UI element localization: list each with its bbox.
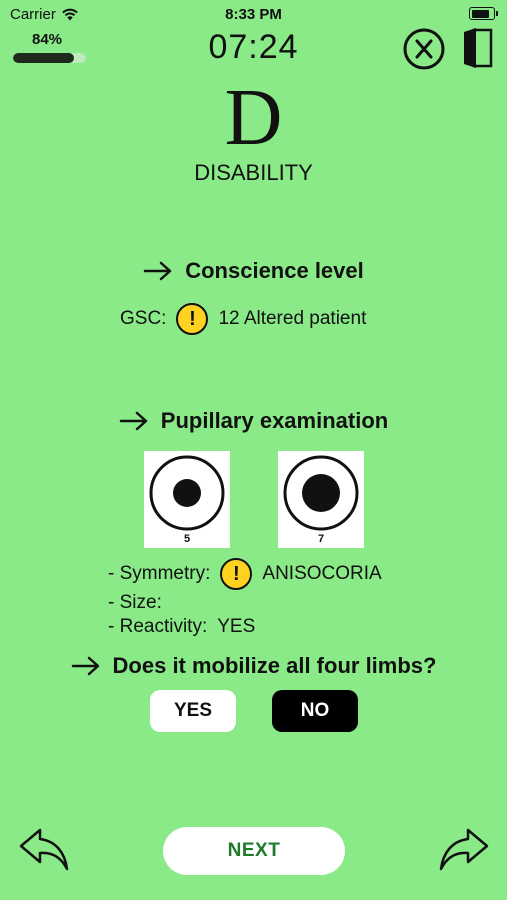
pupil-icon [149, 455, 225, 531]
limbs-question-label: Does it mobilize all four limbs? [112, 653, 437, 678]
no-button[interactable]: NO [272, 690, 358, 732]
battery-icon [469, 7, 498, 20]
battery-percent: 84% [32, 31, 63, 48]
close-button[interactable] [403, 28, 445, 70]
section-letter: D [224, 74, 283, 162]
pupillary-heading: Pupillary examination [0, 408, 507, 434]
status-bar: Carrier 8:33 PM [0, 0, 507, 28]
warning-icon: ! [220, 558, 253, 590]
conscience-heading-label: Conscience level [185, 258, 364, 283]
forward-arrow-icon [439, 828, 489, 871]
timer: 07:24 [208, 28, 299, 66]
reactivity-value: YES [217, 616, 256, 637]
door-exit-icon [464, 28, 493, 68]
wifi-icon [62, 8, 78, 21]
status-time: 8:33 PM [225, 6, 282, 23]
conscience-heading: Conscience level [0, 258, 507, 284]
section-title: DISABILITY [194, 160, 313, 185]
reactivity-label: - Reactivity: [108, 616, 208, 637]
size-label: - Size: [108, 592, 162, 613]
symmetry-row: - Symmetry: ! ANISOCORIA [108, 558, 382, 590]
left-pupil-size: 5 [183, 533, 191, 545]
left-pupil-card: 5 [144, 451, 230, 548]
arrow-right-icon [143, 261, 172, 281]
next-button[interactable]: NEXT [163, 827, 345, 875]
pupillary-heading-label: Pupillary examination [160, 408, 389, 433]
right-pupil-size: 7 [317, 533, 325, 545]
close-circle-icon [403, 28, 445, 70]
forward-button[interactable] [438, 826, 490, 872]
pupil-icon [283, 455, 359, 531]
arrow-right-icon [119, 411, 148, 431]
warning-icon: ! [176, 303, 209, 335]
symmetry-value: ANISOCORIA [262, 563, 382, 584]
gsc-value: 12 Altered patient [218, 308, 367, 329]
symmetry-label: - Symmetry: [108, 563, 211, 584]
right-pupil-card: 7 [278, 451, 364, 548]
back-button[interactable] [18, 826, 70, 872]
reply-arrow-icon [19, 828, 69, 871]
limbs-question: Does it mobilize all four limbs? [0, 653, 507, 679]
gsc-label: GSC: [120, 308, 167, 329]
carrier-info: Carrier [10, 6, 79, 23]
size-row: - Size: [108, 592, 162, 614]
exit-button[interactable] [461, 26, 493, 70]
reactivity-row: - Reactivity: YES [108, 616, 255, 638]
yes-button[interactable]: YES [150, 690, 236, 732]
battery-progress-fill [13, 53, 75, 63]
battery-progress-bar [13, 53, 86, 63]
carrier-label: Carrier [10, 6, 56, 23]
arrow-right-icon [71, 656, 99, 676]
gsc-row: GSC: ! 12 Altered patient [120, 303, 366, 335]
